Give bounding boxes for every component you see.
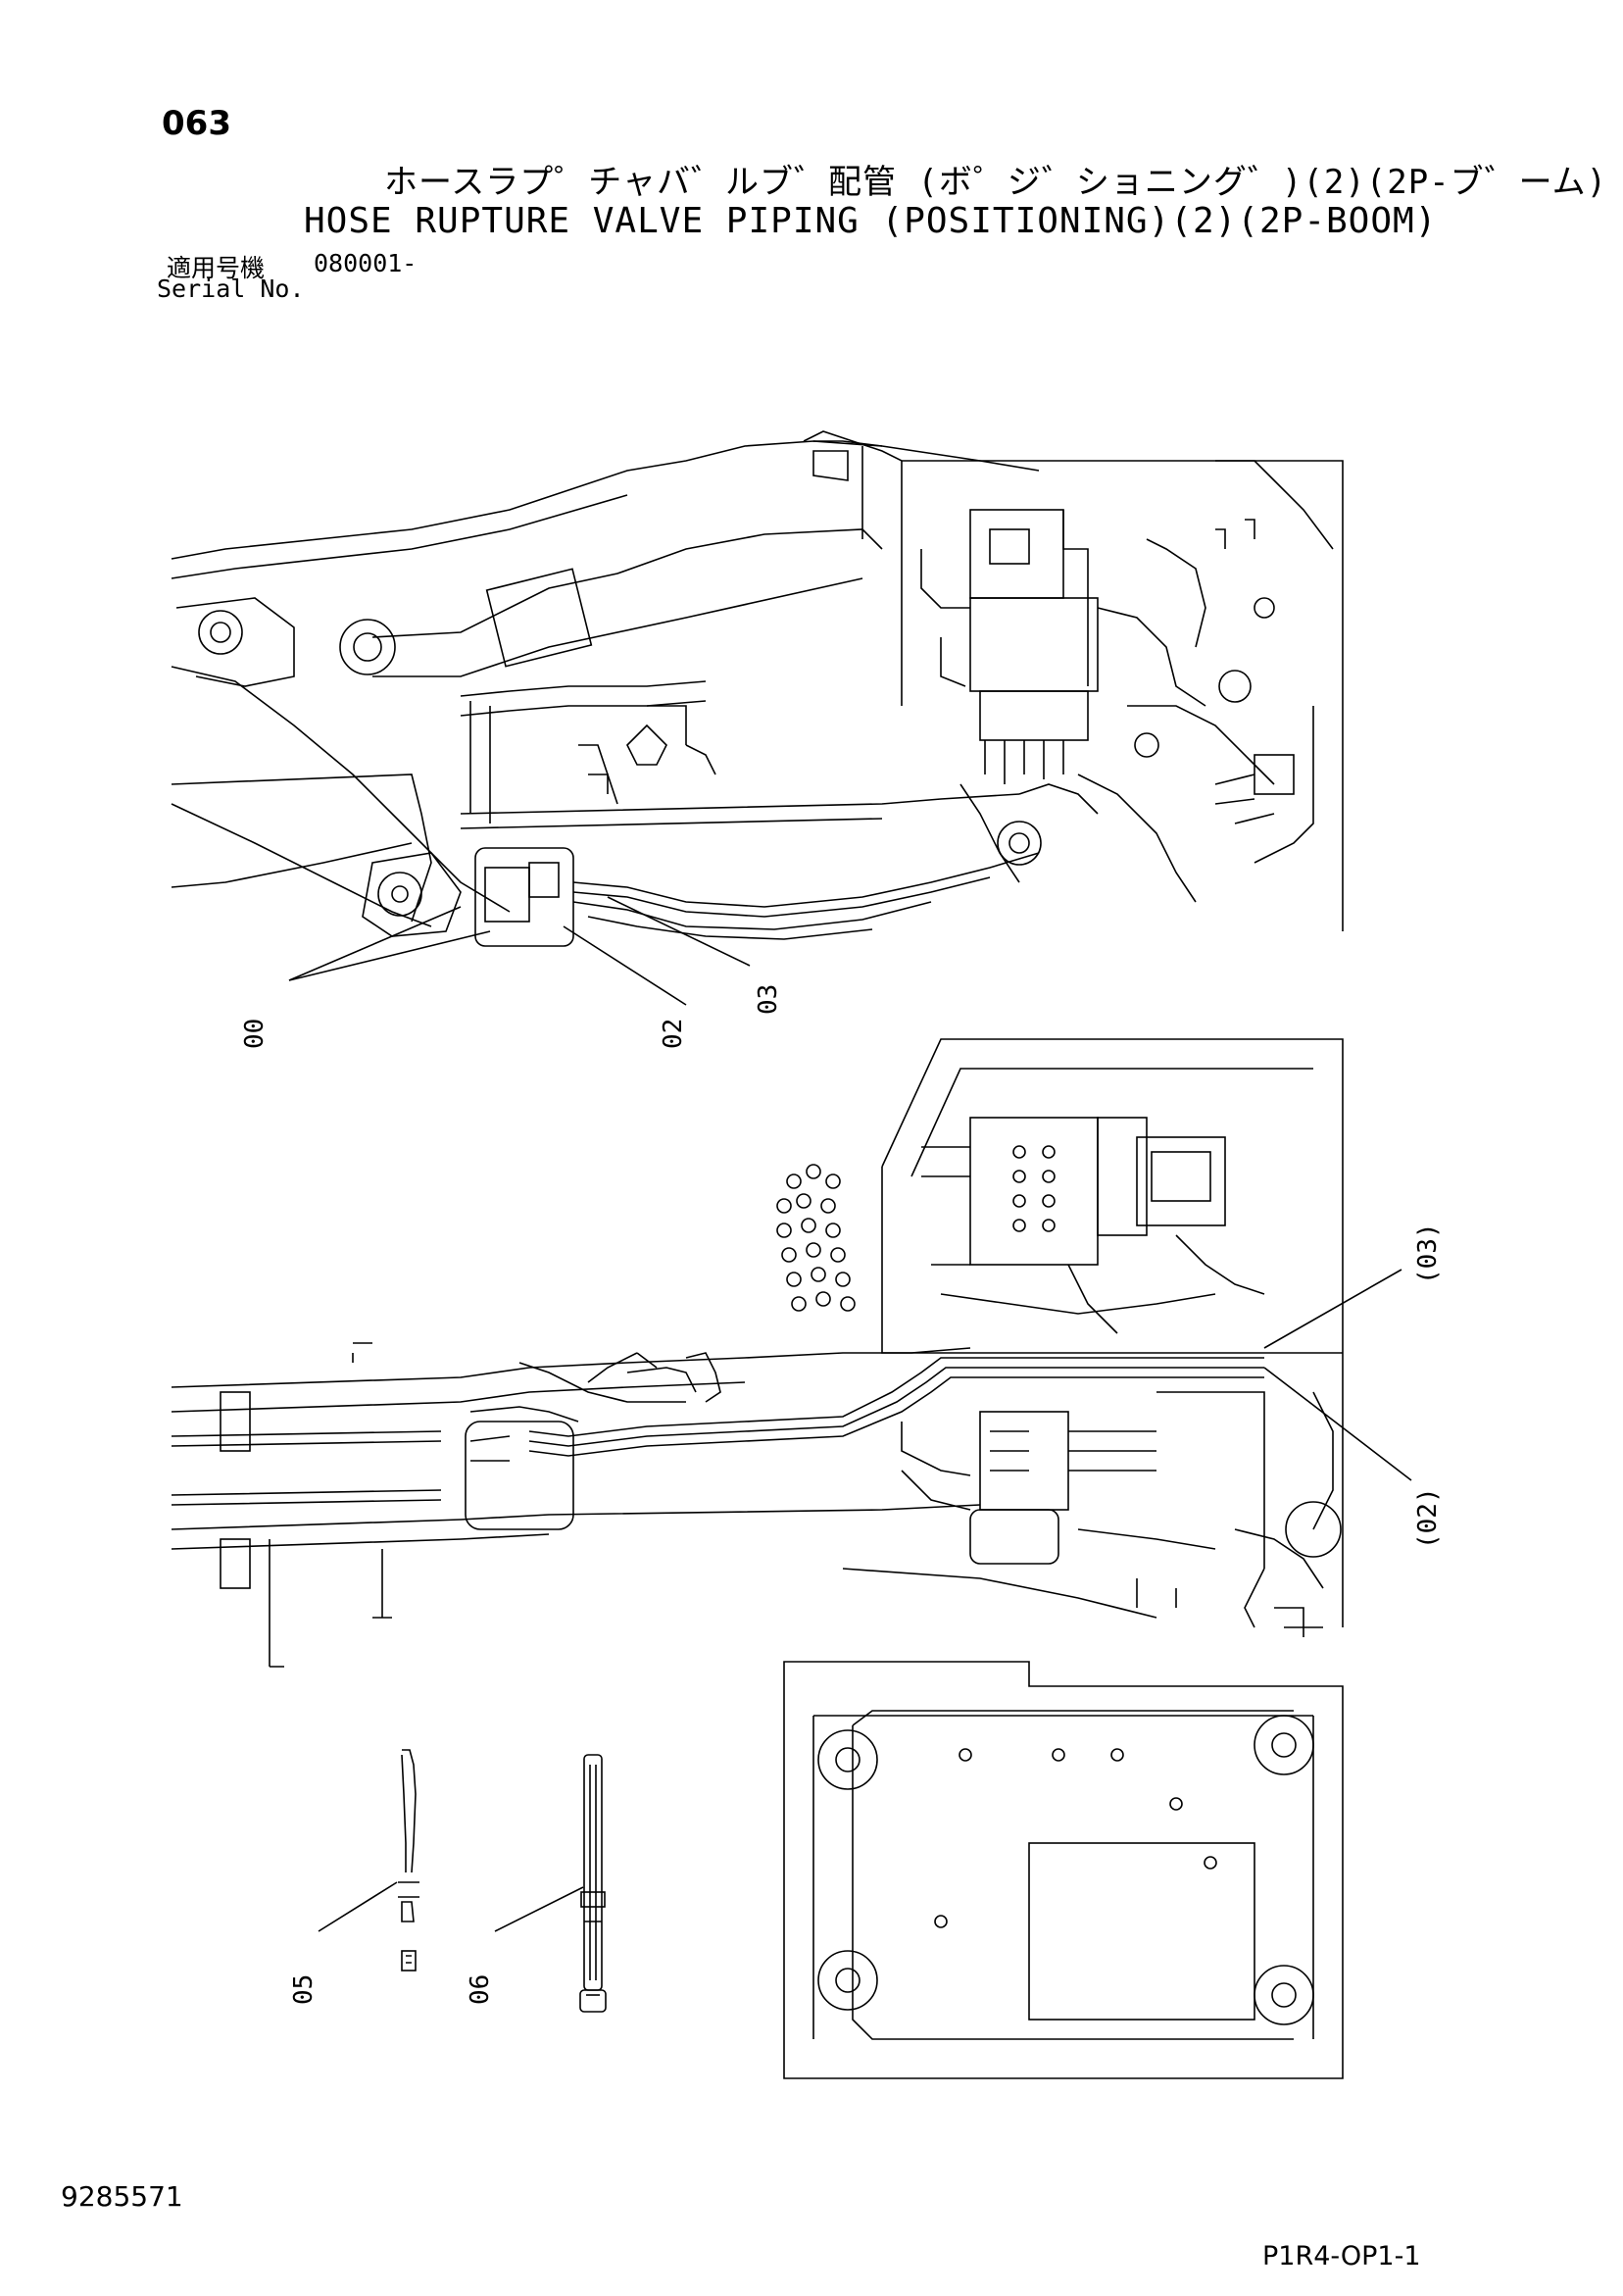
callout-labels: 00 02 03 (03) (02) 05 06 [240,984,1443,2005]
title-english: HOSE RUPTURE VALVE PIPING (POSITIONING)(… [304,201,1438,241]
callout-00: 00 [240,1019,270,1049]
callout-02: 02 [659,1019,688,1049]
callout-02-parenthesized: (02) [1413,1487,1443,1549]
part-illustrations [398,1749,607,2013]
serial-number-value: 080001- [314,249,418,277]
perforation-holes [776,1164,856,1312]
page-number: 063 [162,104,231,143]
document-number: 9285571 [61,2180,183,2213]
callout-06: 06 [466,1974,495,2005]
leader-lines [288,896,1412,1932]
title-japanese: ホースラプ゜チャバ゛ルブ゛配管 (ボ゜ジ゛ショニング゛)(2)(2P-ブ゛ーム) [384,163,1608,202]
page-code: P1R4-OP1-1 [1262,2241,1421,2271]
serial-label-japanese: 適用号機 [167,254,266,282]
serial-label-english: Serial No. [157,275,305,303]
callout-03-parenthesized: (03) [1413,1223,1443,1284]
lower-view-drawing [171,1038,1344,2079]
upper-view-drawing [171,430,1344,947]
callout-05: 05 [289,1974,319,2005]
callout-03: 03 [754,984,783,1015]
